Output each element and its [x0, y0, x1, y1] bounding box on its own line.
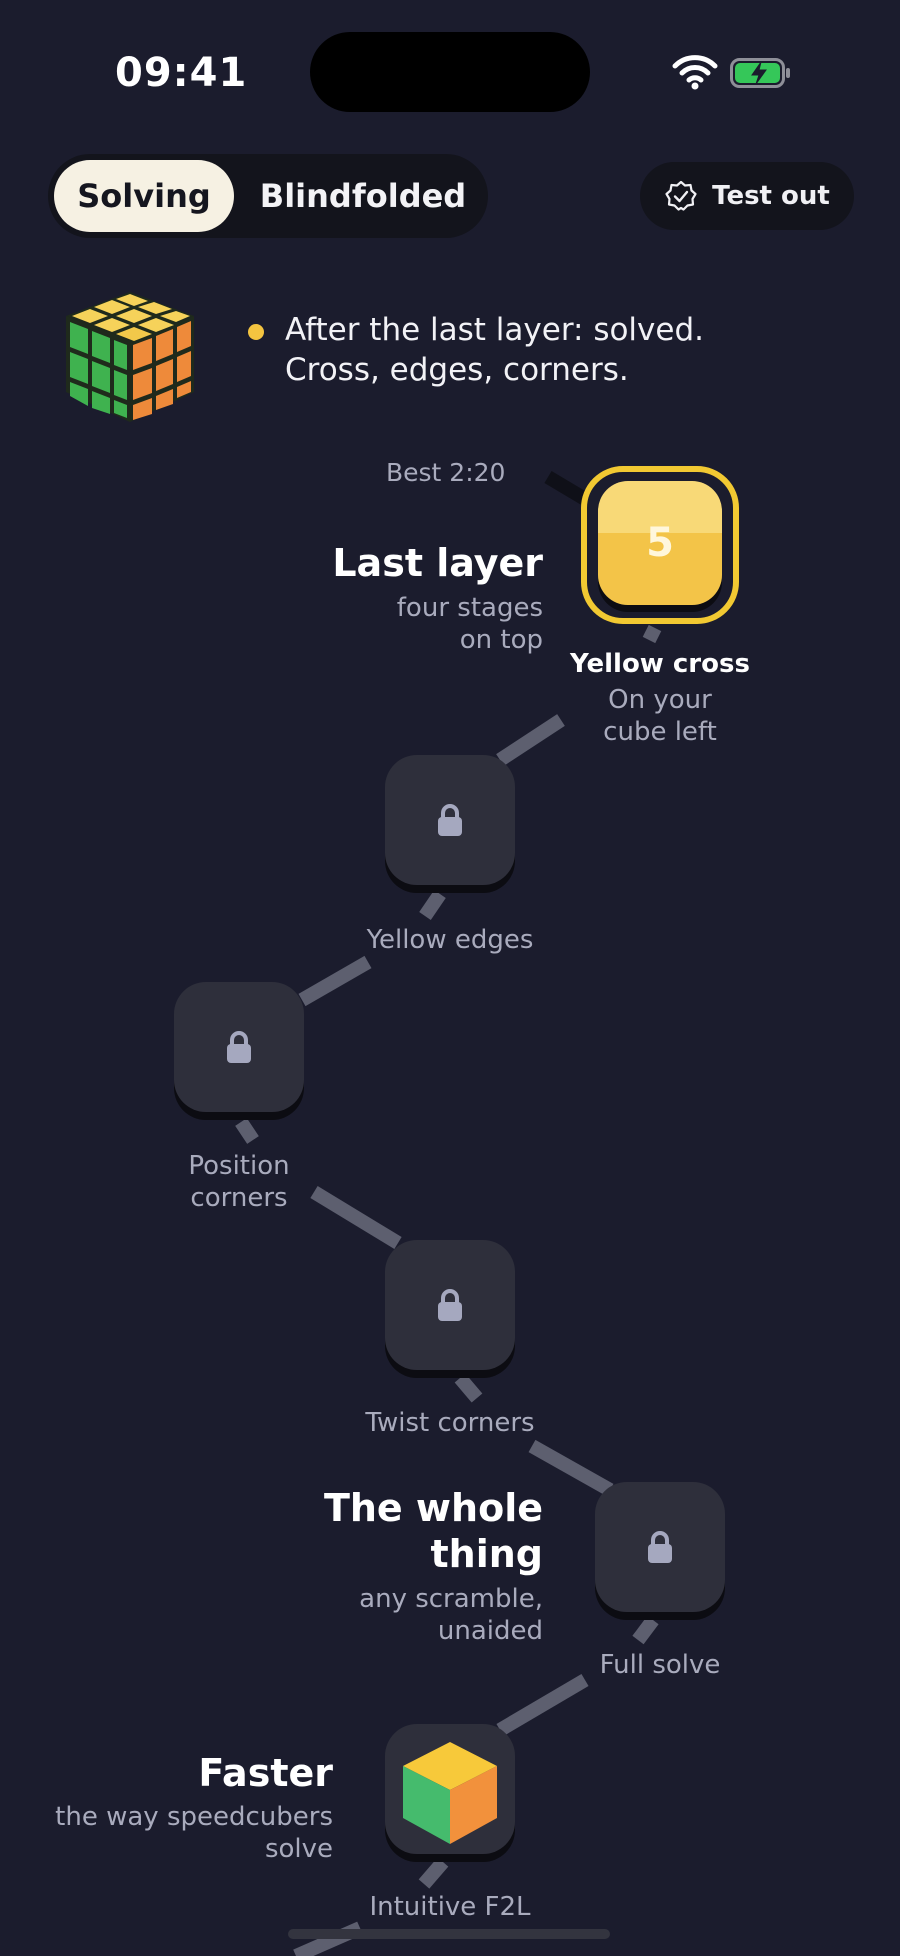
node-label-full-solve: Full solve: [599, 1650, 721, 1680]
node-label-yellow-cross: Yellow cross: [570, 649, 750, 679]
section-title-whole-thing: The whole thing: [324, 1485, 543, 1577]
node-yellow-cross[interactable]: 5: [598, 481, 722, 605]
header-tagline: After the last layer: solved. Cross, edg…: [285, 310, 704, 390]
best-time: Best 2:20: [386, 458, 506, 487]
lock-icon: [227, 1031, 251, 1063]
tagline-line-2: Cross, edges, corners.: [285, 352, 629, 388]
test-out-label: Test out: [712, 181, 830, 211]
wifi-icon: [672, 55, 718, 90]
dynamic-island: [310, 32, 590, 112]
node-yellow-edges[interactable]: [385, 755, 515, 885]
status-time: 09:41: [115, 50, 248, 96]
lock-icon: [438, 1289, 462, 1321]
home-indicator[interactable]: [288, 1929, 610, 1939]
label-line: corners: [190, 1183, 288, 1213]
test-out-button[interactable]: Test out: [640, 162, 854, 230]
section-subtitle-last-layer: four stages on top: [397, 592, 543, 656]
rubiks-cube-icon: [66, 292, 194, 422]
battery-charging-icon: [730, 58, 790, 88]
subtitle-line: solve: [264, 1834, 333, 1864]
lock-icon: [648, 1531, 672, 1563]
node-sublabel-yellow-cross: On your cube left: [540, 684, 780, 748]
node-position-corners[interactable]: [174, 982, 304, 1112]
title-line: The whole: [323, 1486, 543, 1530]
subtitle-line: on top: [459, 625, 543, 655]
node-label-intuitive-f2l: Intuitive F2L: [369, 1892, 531, 1922]
subtitle-line: the way speedcubers: [55, 1802, 333, 1832]
mode-segmented-control: Solving Blindfolded: [48, 154, 488, 238]
label-line: Position: [188, 1151, 290, 1181]
section-title-last-layer: Last layer: [332, 541, 543, 585]
subtitle-line: unaided: [437, 1616, 543, 1646]
badge-check-icon: [665, 180, 697, 211]
section-subtitle-faster: the way speedcubers solve: [55, 1801, 333, 1865]
node-intuitive-f2l[interactable]: [385, 1724, 515, 1854]
node-label-twist-corners: Twist corners: [365, 1408, 535, 1438]
node-twist-corners[interactable]: [385, 1240, 515, 1370]
section-title-faster: Faster: [198, 1751, 333, 1795]
node-label-position-corners: Position corners: [119, 1150, 359, 1214]
node-label-yellow-edges: Yellow edges: [366, 925, 534, 955]
section-subtitle-whole-thing: any scramble, unaided: [359, 1583, 543, 1647]
sublabel-line: cube left: [603, 717, 717, 747]
status-dot: [248, 324, 264, 340]
lock-icon: [438, 804, 462, 836]
subtitle-line: any scramble,: [359, 1584, 543, 1614]
segment-solving[interactable]: Solving: [54, 160, 234, 232]
subtitle-line: four stages: [396, 593, 543, 623]
title-line: thing: [430, 1532, 544, 1576]
tagline-line-1: After the last layer: solved.: [285, 312, 704, 348]
colored-cube-icon: [403, 1742, 497, 1844]
node-full-solve[interactable]: [595, 1482, 725, 1612]
segment-blindfolded[interactable]: Blindfolded: [259, 177, 467, 215]
sublabel-line: On your: [608, 685, 712, 715]
